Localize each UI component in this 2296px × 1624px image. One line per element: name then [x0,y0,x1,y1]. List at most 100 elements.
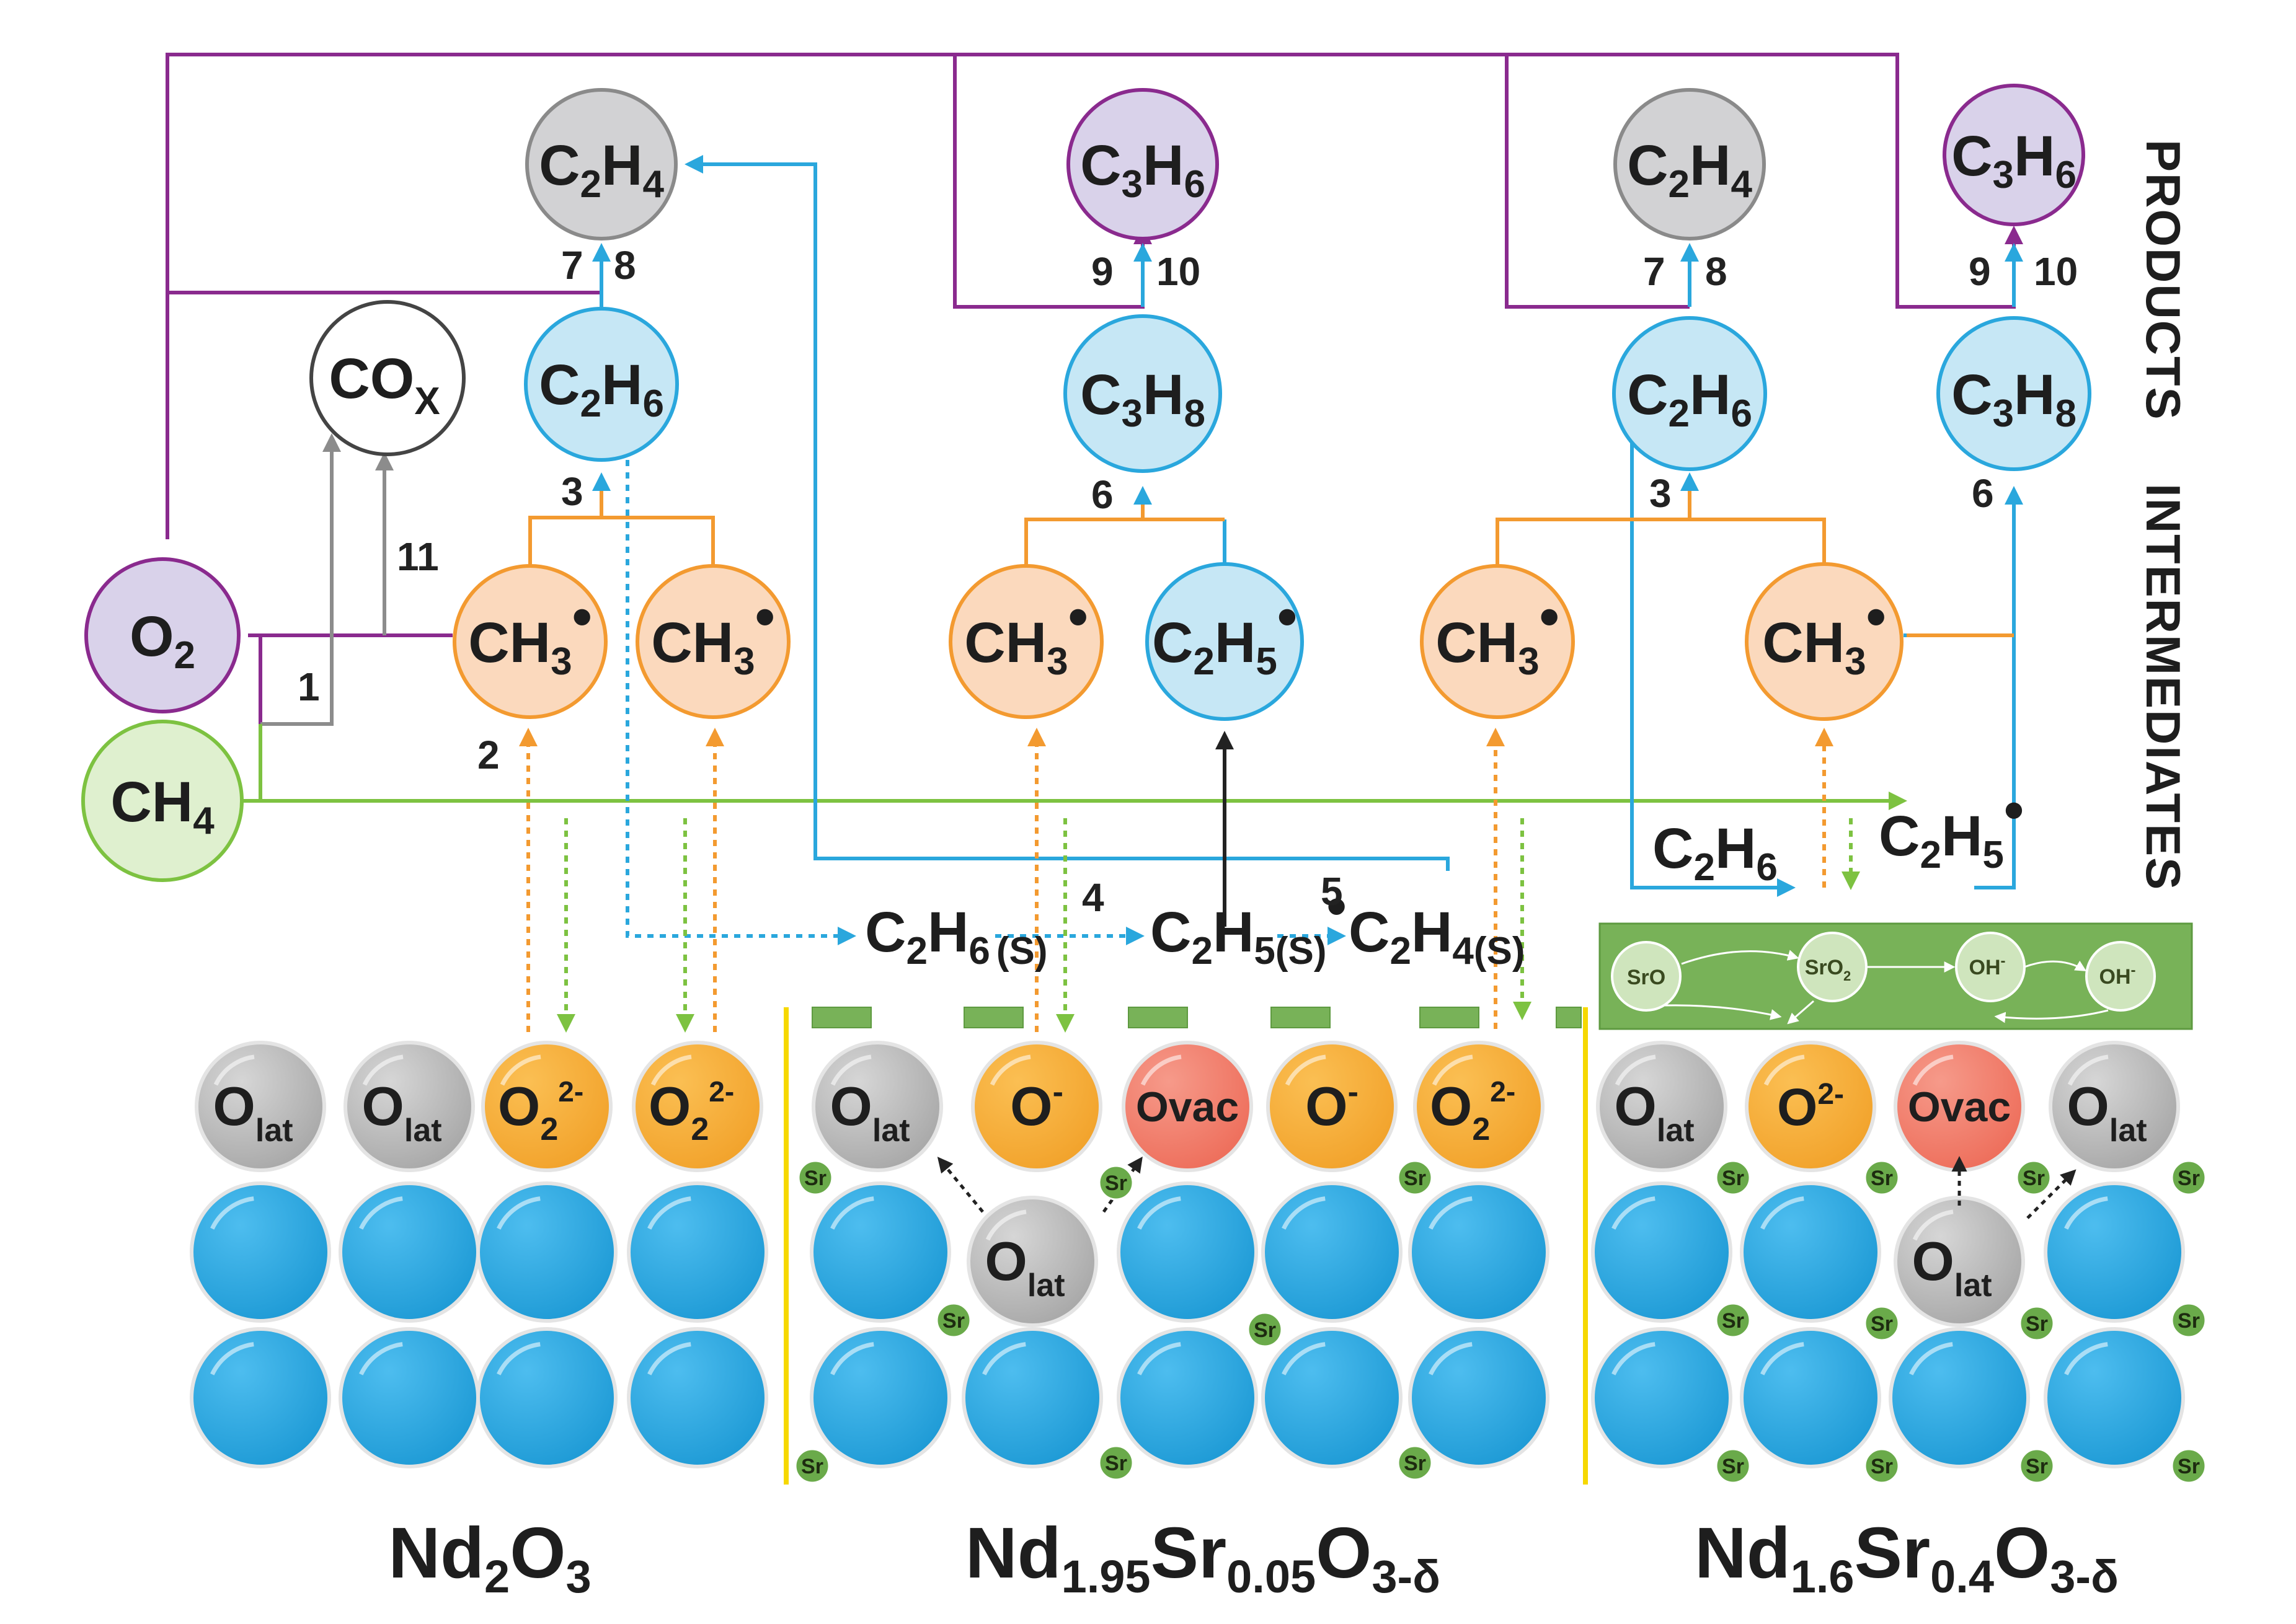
sr-dopant-mid-3: Sr [1397,1160,1433,1196]
c2h5-gas-label: C2H5• [1879,779,2024,876]
c2h5-surface-label: C2H5(S)• [1150,875,1347,973]
nd2o3-o2-peroxide-1-label: O22- [498,1075,583,1147]
product-c2h4-left: C2H4 [525,88,678,241]
svg-text:Sr: Sr [2023,1167,2045,1190]
ch3-radical-2: CH3• [636,564,791,719]
sr-dopant-mid-6: Sr [794,1448,830,1484]
sr-dopant-mid-2: Sr [1098,1165,1134,1201]
product-c3h6-right: C3H6 [1943,84,2085,226]
right-lattice-row3-2 [1740,1327,1881,1468]
sr-dopant-right-11: Sr [2019,1448,2055,1484]
svg-text:CH3•: CH3• [468,585,592,683]
sr-dopant-right-12: Sr [2171,1448,2207,1484]
ch4-feed-line [223,724,1907,810]
step-9-middle: 9 [1091,249,1114,294]
mid-lattice-row3-3 [1117,1327,1258,1468]
radical-coupling-brackets [528,472,2014,637]
ch3-radical-5: CH3• [1745,562,1904,721]
sr-dopant-right-4: Sr [2171,1160,2207,1196]
mid-lattice-row3-5 [1408,1327,1549,1468]
step-5: 5 [1321,869,1343,914]
right-lattice-1 [1591,1181,1732,1323]
nd2o3-lattice-8 [627,1327,768,1468]
nd2o3-olat-1-label: Olat [213,1075,293,1149]
mid-o-minus-2-label: O- [1305,1074,1359,1137]
svg-text:Sr: Sr [1105,1452,1127,1475]
mid-lattice-1 [810,1181,951,1323]
surface-ethane-path [626,460,1346,945]
step-6-right: 6 [1972,471,1994,516]
mid-lattice-row3-4 [1261,1327,1403,1468]
ch3-radical-4: CH3• [1420,564,1575,719]
right-o2minus: O2- [1745,1041,1876,1172]
sr-dopant-mid-5: Sr [1247,1312,1283,1348]
mid-o2-peroxide-label: O22- [1430,1075,1515,1147]
step-9-right: 9 [1969,249,1991,294]
right-olat-sublattice-label: Olat [1912,1230,1992,1304]
nd2o3-lattice-2 [339,1181,480,1323]
products-heading: PRODUCTS [2136,139,2191,421]
svg-text:Sr: Sr [2178,1309,2200,1333]
svg-text:Sr: Sr [1404,1167,1426,1190]
mid-lattice-4 [1408,1181,1549,1323]
surface-species-tabs [812,1007,1582,1028]
right-lattice-2 [1740,1181,1881,1323]
nd2o3-o2-peroxide-2: O22- [632,1041,763,1172]
c2h6-gas-label: C2H6 [1652,817,1778,889]
svg-text:Sr: Sr [804,1167,827,1190]
svg-text:Sr: Sr [2178,1167,2200,1190]
svg-text:C3H6: C3H6 [1080,134,1205,206]
right-ovac-label: Ovac [1908,1083,2011,1131]
sro2-label: SrO2 [1805,956,1851,984]
step-10-right: 10 [2034,249,2078,294]
sr-dopant-right-8: Sr [2171,1302,2207,1338]
mid-lattice-row3-1 [810,1327,951,1468]
step-4: 4 [1082,875,1104,920]
right-o2minus-label: O2- [1777,1078,1844,1136]
c2-pathway-lines [592,155,2023,897]
right-olat-2-label: Olat [2067,1075,2147,1149]
svg-text:Sr: Sr [1871,1167,1893,1190]
nd2o3-lattice-3 [476,1181,618,1323]
svg-text:Sr: Sr [1871,1312,1893,1336]
svg-text:Sr: Sr [1722,1309,1744,1333]
right-lattice-row3-1 [1591,1327,1732,1468]
mid-lattice-2 [1117,1181,1258,1323]
nd2o3-o2-peroxide-1: O22- [481,1041,613,1172]
sr-dopant-mid-8: Sr [1397,1445,1433,1481]
c2h5-radical: C2H5• [1145,562,1304,721]
svg-text:CH3•: CH3• [1762,585,1886,683]
mid-o-minus-2: O- [1266,1041,1398,1172]
mid-lattice-row3-2 [962,1327,1103,1468]
product-c2h4-right: C2H4 [1613,88,1766,241]
sr-dopant-mid-1: Sr [797,1160,833,1196]
svg-text:C2H4: C2H4 [539,134,664,206]
svg-text:C2H4: C2H4 [1627,134,1752,206]
nd2o3-lattice-7 [476,1327,618,1468]
step-numbers: 1 2 3 4 5 6 7 8 9 10 11 3 6 7 8 9 10 [298,243,2078,920]
cox-product: COX [309,300,466,456]
mid-olat-migration-arrow-1 [937,1157,984,1213]
mid-lattice-3 [1261,1181,1403,1323]
mid-ovac-label: Ovac [1136,1083,1239,1131]
ch3-radical-3: CH3• [949,564,1104,719]
svg-text:CH3•: CH3• [1435,585,1559,683]
svg-text:Sr: Sr [942,1309,965,1333]
sro-label: SrO [1627,966,1665,989]
sr-dopant-right-2: Sr [1864,1160,1900,1196]
ch4-reactant: CH4 [81,720,244,882]
c2h6-left: C2H6 [524,307,679,462]
step-7-right: 7 [1643,249,1665,294]
sr-dopant-right-6: Sr [1864,1305,1900,1341]
oh-label-1: OH- [1969,953,2006,979]
cox-formation-lines [260,433,394,726]
oh-label-2: OH- [2099,962,2136,989]
mid-o-minus-1: O- [971,1041,1102,1172]
step-3-right: 3 [1649,471,1672,516]
svg-text:CH3•: CH3• [964,585,1088,683]
nd2o3-olat-2: Olat [344,1041,475,1172]
step-11: 11 [397,534,439,579]
right-olat-1: Olat [1596,1041,1727,1172]
svg-text:C2H6: C2H6 [539,353,664,425]
